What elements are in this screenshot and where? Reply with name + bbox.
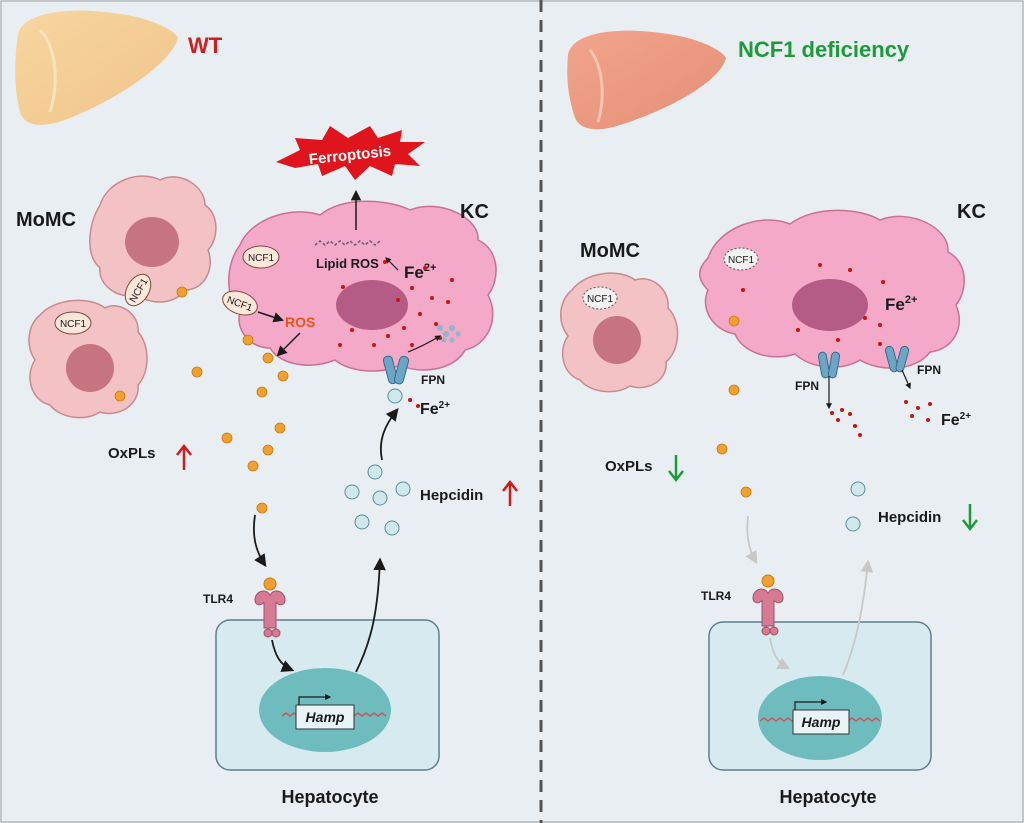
hamp-gene-box (792, 709, 850, 735)
kc-label: KC (957, 201, 986, 223)
ncf1-protein: NCF1 (54, 311, 92, 335)
condition-label: WT (188, 33, 223, 58)
fpn-channel (817, 351, 841, 379)
svg-text:NCF1: NCF1 (60, 319, 87, 330)
fe-outside-label: Fe2+ (420, 400, 450, 418)
ncf1-protein: NCF1 (723, 247, 759, 271)
hepcidin-dots (845, 481, 866, 532)
momc-cell: NCF1 (560, 272, 679, 393)
svg-text:NCF1: NCF1 (728, 255, 755, 266)
oxpl-dots (716, 315, 752, 498)
kc-label: KC (460, 201, 489, 223)
lipid-ros-label: Lipid ROS (316, 256, 379, 271)
kc-nucleus (336, 280, 408, 330)
tlr4-receptor (752, 588, 784, 636)
lipid-ros-squiggle (314, 240, 381, 246)
iron-dots (338, 260, 454, 347)
right-panel: NCF1 deficiency MoMC NCF1 KC NCF1 Fe2+ (560, 30, 986, 807)
svg-text:NCF1: NCF1 (248, 253, 275, 264)
momc-label: MoMC (16, 209, 76, 231)
ros-label: ROS (285, 314, 315, 330)
hepcidin-label: Hepcidin (878, 509, 941, 526)
momc-label: MoMC (580, 240, 640, 262)
oxpls-label: OxPLs (108, 445, 156, 462)
iron-dots (830, 400, 932, 437)
kc-cell (228, 200, 497, 372)
hamp-label: Hamp (306, 709, 345, 725)
fpn-channel (884, 345, 910, 373)
fpn-channel (382, 355, 410, 385)
ncf1-protein: NCF1 (222, 290, 258, 316)
hepatocyte-label: Hepatocyte (779, 787, 876, 807)
liver-icon (567, 30, 726, 130)
momc-cell: NCF1 (89, 175, 217, 307)
oxpls-label: OxPLs (605, 458, 653, 475)
fpn-label: FPN (421, 373, 445, 387)
svg-text:NCF1: NCF1 (587, 294, 614, 305)
ncf1-protein: NCF1 (242, 245, 280, 269)
fe-outside-label: Fe2+ (941, 411, 971, 429)
oxpls-up-arrow (176, 443, 192, 470)
oxpls-down-arrow (668, 455, 684, 483)
fe-label: Fe2+ (404, 262, 436, 282)
left-panel: WT MoMC NCF1 NCF1 KC (15, 10, 518, 807)
tlr4-receptor (254, 590, 286, 638)
fe-label: Fe2+ (885, 294, 917, 314)
hamp-gene-box (295, 704, 355, 730)
hamp-label: Hamp (802, 714, 841, 730)
hepcidin-up-arrow (502, 479, 518, 506)
kc-cell (699, 209, 965, 369)
hepcidin-label: Hepcidin (420, 487, 483, 504)
iron-cluster (437, 325, 461, 343)
fpn-label: FPN (795, 379, 819, 393)
fpn-label: FPN (917, 363, 941, 377)
ferroptosis-burst (276, 126, 425, 180)
oxpl-dots (114, 286, 289, 514)
ncf1-protein: NCF1 (582, 286, 618, 310)
ncf1-protein: NCF1 (124, 273, 152, 307)
hepatocyte-label: Hepatocyte (281, 787, 378, 807)
kc-nucleus (792, 279, 868, 331)
tlr4-label: TLR4 (203, 592, 233, 606)
hepcidin-dots (344, 464, 411, 536)
liver-icon (15, 10, 178, 125)
hepcidin-down-arrow (962, 504, 978, 532)
condition-label: NCF1 deficiency (738, 37, 910, 62)
momc-cell: NCF1 (28, 299, 148, 419)
iron-dots (741, 263, 885, 346)
tlr4-label: TLR4 (701, 589, 731, 603)
